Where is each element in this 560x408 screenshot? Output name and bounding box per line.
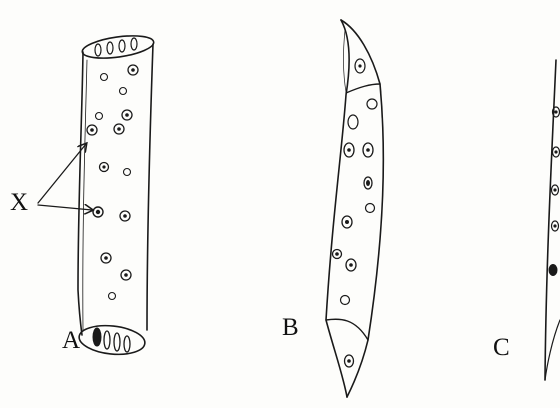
label-c: C [493, 335, 510, 360]
right-wall-b [341, 20, 383, 397]
left-wall-inner [83, 60, 87, 330]
upper-end-wall [346, 84, 380, 93]
pits-a [87, 65, 138, 300]
bottom-perforation-plate [78, 323, 147, 358]
label-a: A [62, 328, 80, 353]
top-perforation-plate [81, 32, 155, 62]
left-wall-b [326, 20, 349, 397]
tracheid-b [326, 20, 383, 397]
label-x: X [10, 190, 28, 215]
vessel-element-a [78, 32, 155, 357]
tracheid-c [545, 60, 560, 380]
inner-wall-b [343, 30, 346, 92]
right-wall [147, 44, 153, 330]
bottom-plate-perforations [93, 328, 130, 352]
tip-c [545, 320, 560, 380]
lower-end-wall [326, 319, 368, 340]
label-b: B [282, 315, 299, 340]
left-wall [78, 52, 83, 335]
